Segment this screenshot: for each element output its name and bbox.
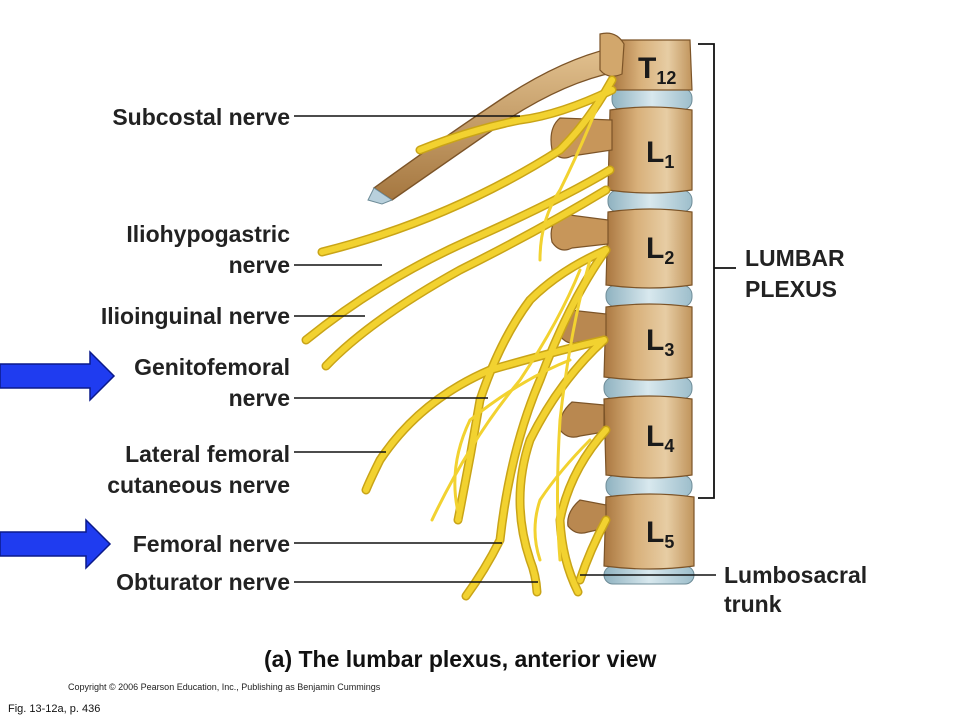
label-lateral-femoral-line2: cutaneous nerve <box>107 472 290 498</box>
label-lumbar-plexus-line2: PLEXUS <box>745 276 837 302</box>
arrow-right-icon-genitofemoral <box>0 350 116 402</box>
vertebral-bodies <box>603 39 695 570</box>
figure-caption: (a) The lumbar plexus, anterior view <box>264 646 656 672</box>
label-femoral-nerve: Femoral nerve <box>133 531 290 557</box>
vertebra-letter: L <box>646 232 664 265</box>
vertebra-number: 2 <box>664 248 674 268</box>
vertebra-letter: L <box>646 136 664 169</box>
leader-lines <box>294 115 716 583</box>
nerve-strands <box>430 98 602 562</box>
label-ilioinguinal-nerve: Ilioinguinal nerve <box>101 303 290 329</box>
label-iliohypogastric-line1: Iliohypogastric <box>126 221 290 247</box>
vertebra-letter: T <box>638 52 656 85</box>
figure-reference: Fig. 13-12a, p. 436 <box>8 703 100 715</box>
arrow-right-icon-femoral <box>0 518 112 570</box>
label-genitofemoral-line2: nerve <box>229 385 290 411</box>
label-subcostal-nerve: Subcostal nerve <box>112 104 290 130</box>
vertebra-number: 5 <box>664 532 674 552</box>
label-lateral-femoral-line1: Lateral femoral <box>125 441 290 467</box>
vertebra-letter: L <box>646 516 664 549</box>
label-lumbar-plexus-line1: LUMBAR <box>745 245 845 271</box>
transverse-processes <box>550 117 613 534</box>
label-genitofemoral-line1: Genitofemoral <box>134 354 290 380</box>
vertebra-number: 4 <box>664 436 674 456</box>
vertebra-label-l4: L4 <box>646 420 674 456</box>
copyright-notice: Copyright © 2006 Pearson Education, Inc.… <box>68 682 381 692</box>
highlight-arrows <box>0 350 116 570</box>
vertebra-label-t12: T12 <box>638 52 676 88</box>
vertebra-label-l5: L5 <box>646 516 674 552</box>
vertebra-label-l1: L1 <box>646 136 674 172</box>
label-lumbosacral-line2: trunk <box>724 591 782 617</box>
nerve-labels: Subcostal nerve Iliohypogastric nerve Il… <box>101 104 867 617</box>
vertebra-number: 12 <box>656 68 676 88</box>
vertebra-labels: T12 L1 L2 L3 L4 L5 <box>638 52 676 552</box>
intervertebral-discs <box>603 87 695 585</box>
vertebra-label-l3: L3 <box>646 324 674 360</box>
lumbar-plexus-bracket <box>698 43 736 499</box>
vertebra-letter: L <box>646 324 664 357</box>
vertebra-letter: L <box>646 420 664 453</box>
vertebra-number: 3 <box>664 340 674 360</box>
label-obturator-nerve: Obturator nerve <box>116 569 290 595</box>
label-iliohypogastric-line2: nerve <box>229 252 290 278</box>
label-lumbosacral-line1: Lumbosacral <box>724 562 867 588</box>
vertebra-label-l2: L2 <box>646 232 674 268</box>
vertebra-number: 1 <box>664 152 674 172</box>
